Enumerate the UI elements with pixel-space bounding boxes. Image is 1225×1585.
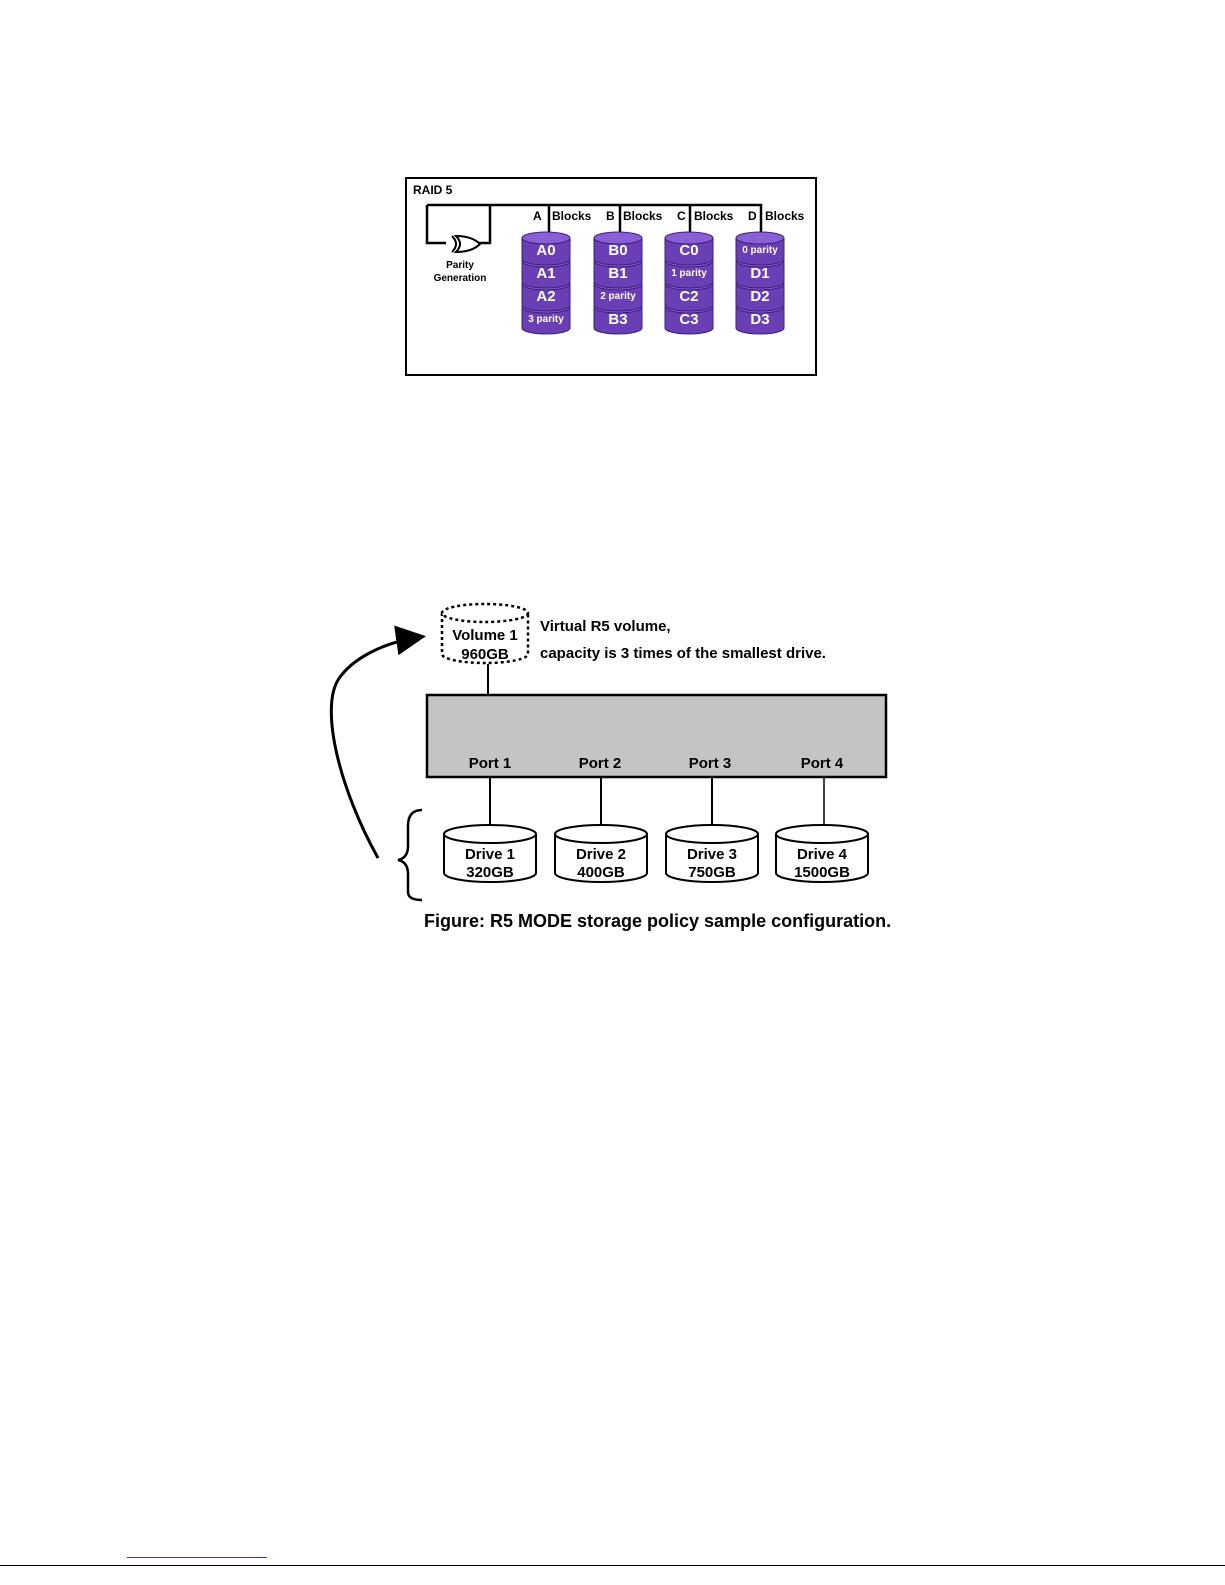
disk-stack-c: C3 C2 1 parity C0: [664, 231, 714, 335]
block-label: B1: [608, 265, 627, 282]
drives-brace: [397, 808, 423, 902]
block-label: D1: [750, 265, 769, 282]
raid5-diagram: RAID 5 Parity Generation A Blocks B Bloc…: [405, 177, 817, 376]
block-label: C3: [679, 311, 698, 328]
disk-platter: A0: [521, 231, 571, 266]
raid5-title: RAID 5: [413, 183, 453, 197]
controller-box: [425, 693, 888, 779]
block-label: A0: [536, 242, 555, 259]
block-label: 0 parity: [742, 245, 778, 256]
disk-platter: C0: [664, 231, 714, 266]
parity-loop-right: [478, 205, 492, 245]
block-label: C0: [679, 242, 698, 259]
volume-cylinder: Volume 1 960GB: [440, 602, 530, 665]
port-label-2: Port 2: [579, 755, 622, 772]
parity-loop-left: [425, 205, 446, 245]
drive-3: Drive 3 750GB: [665, 824, 759, 883]
footnote-rule: [127, 1557, 267, 1558]
volume-size: 960GB: [461, 646, 509, 663]
aggregation-arrow: [329, 625, 426, 859]
disk-stack-a: 3 parity A2 A1 A0: [521, 231, 571, 335]
parity-label-line1: Parity: [446, 260, 474, 271]
port-label-1: Port 1: [469, 755, 512, 772]
volume-note-line1: Virtual R5 volume,: [540, 618, 671, 635]
block-label: 2 parity: [600, 291, 636, 302]
page-bottom-rule: [0, 1565, 1225, 1566]
disk-platter: 0 parity: [735, 231, 785, 266]
column-letter: B: [606, 209, 615, 223]
disk-platter: B0: [593, 231, 643, 266]
drive-size: 400GB: [577, 864, 625, 881]
block-label: A1: [536, 265, 555, 282]
column-header-c: C Blocks: [677, 209, 734, 223]
drive-2: Drive 2 400GB: [554, 824, 648, 883]
drive-name: Drive 2: [576, 846, 626, 863]
block-label: B3: [608, 311, 627, 328]
block-label: 3 parity: [528, 314, 564, 325]
column-letter-label: Blocks: [694, 209, 734, 223]
block-label: D2: [750, 288, 769, 305]
column-label: Blocks: [552, 209, 592, 223]
column-header-d: D Blocks: [748, 209, 805, 223]
figure-caption: Figure: R5 MODE storage policy sample co…: [424, 911, 891, 931]
block-label: A2: [536, 288, 555, 305]
column-letter: A: [533, 209, 542, 223]
block-label: 1 parity: [671, 268, 707, 279]
xor-gate-icon: [451, 234, 482, 254]
parity-label-line2: Generation: [434, 273, 487, 284]
disk-stack-d: D3 D2 D1 0 parity: [735, 231, 785, 335]
column-header-a: A Blocks: [533, 209, 592, 223]
disk-stack-b: B3 2 parity B1 B0: [593, 231, 643, 335]
column-header-b: B Blocks: [606, 209, 663, 223]
column-label: Blocks: [765, 209, 805, 223]
drive-size: 1500GB: [794, 864, 850, 881]
port-label-4: Port 4: [801, 755, 844, 772]
drive-1: Drive 1 320GB: [443, 824, 537, 883]
drive-name: Drive 1: [465, 846, 515, 863]
block-label: B0: [608, 242, 627, 259]
drive-size: 750GB: [688, 864, 736, 881]
volume-note-line2: capacity is 3 times of the smallest driv…: [540, 645, 826, 662]
column-letter: C: [677, 209, 686, 223]
drive-size: 320GB: [466, 864, 514, 881]
port-label-3: Port 3: [689, 755, 732, 772]
drive-4: Drive 4 1500GB: [775, 824, 869, 883]
column-label: Blocks: [623, 209, 663, 223]
volume-name: Volume 1: [452, 627, 518, 644]
drive-name: Drive 3: [687, 846, 737, 863]
block-label: C2: [679, 288, 698, 305]
block-label: D3: [750, 311, 769, 328]
column-letter: D: [748, 209, 757, 223]
drive-name: Drive 4: [797, 846, 848, 863]
raid5-bus-line: [427, 203, 763, 232]
